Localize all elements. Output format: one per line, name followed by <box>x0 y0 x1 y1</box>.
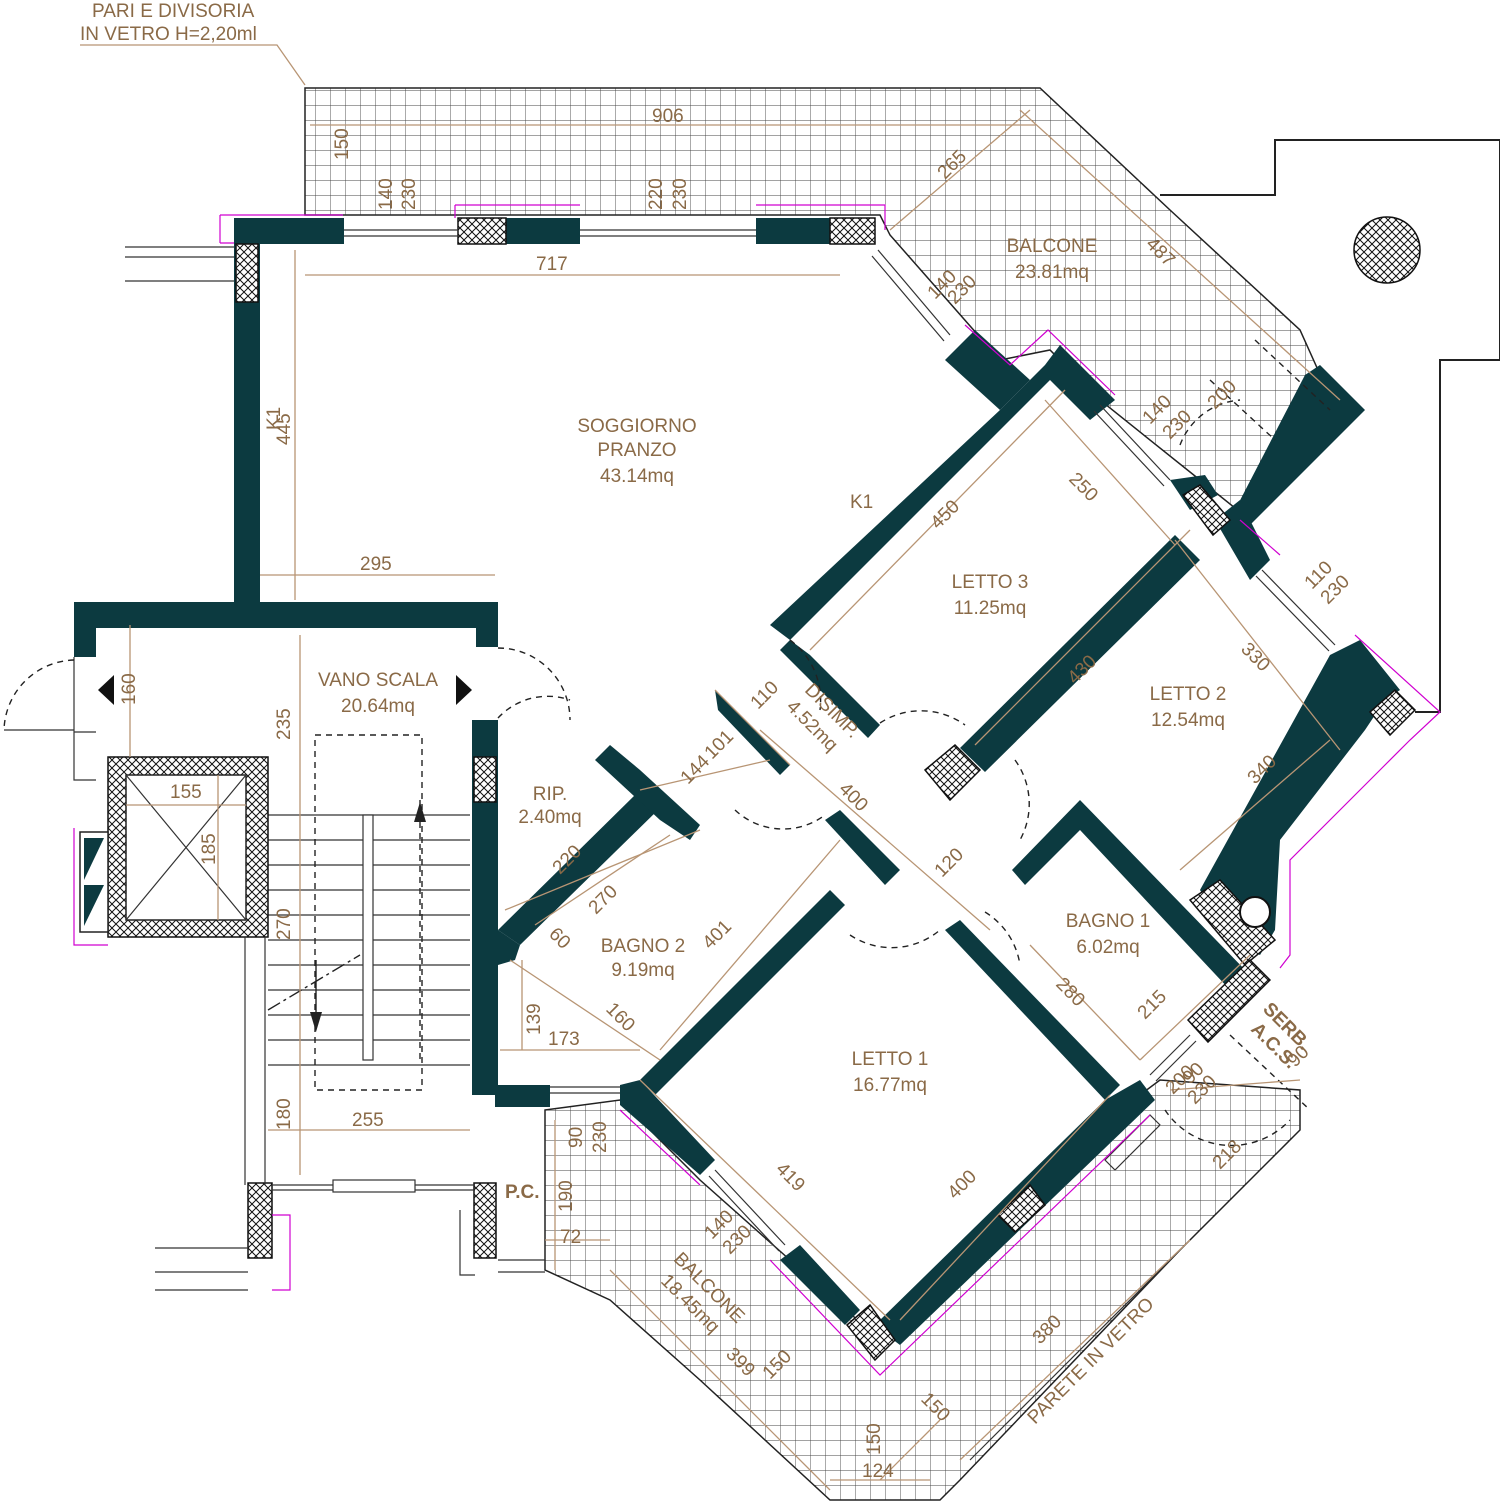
dim-110-b: 110 <box>747 677 783 713</box>
dim-190: 190 <box>556 1180 577 1212</box>
dim-230-b: 230 <box>670 178 691 210</box>
note-line-2: IN VETRO H=2,20ml <box>80 24 257 45</box>
room-soggiorno-area: 43.14mq <box>600 466 674 487</box>
dim-230: 230 <box>399 178 420 210</box>
note-line-1: PARI E DIVISORIA <box>92 1 255 22</box>
dim-150: 150 <box>332 128 353 160</box>
room-letto3-area: 11.25mq <box>954 598 1027 619</box>
room-letto1-name: LETTO 1 <box>852 1049 929 1070</box>
room-soggiorno-name: SOGGIORNO <box>577 416 696 437</box>
dim-140: 140 <box>376 178 397 210</box>
room-bagno1-area: 6.02mq <box>1076 937 1139 958</box>
dim-255: 255 <box>352 1110 384 1131</box>
dim-717: 717 <box>536 254 568 275</box>
dim-270-b: 270 <box>274 908 295 940</box>
window-frames <box>73 229 1336 1461</box>
dim-155: 155 <box>170 782 202 803</box>
glass-partition-note: PARI E DIVISORIA IN VETRO H=2,20ml <box>80 1 306 86</box>
balcony-top-floor <box>304 87 1319 522</box>
dim-60: 60 <box>544 924 574 954</box>
room-vano-name: VANO SCALA <box>318 670 438 691</box>
dim-180: 180 <box>274 1098 295 1130</box>
dim-450: 450 <box>927 496 964 533</box>
dim-101: 101 <box>701 726 738 763</box>
dim-160: 160 <box>119 673 140 705</box>
room-letto2-name: LETTO 2 <box>1150 684 1227 705</box>
dim-139: 139 <box>524 1003 545 1035</box>
room-letto1-area: 16.77mq <box>853 1075 927 1096</box>
dim-90-c: 90 <box>566 1127 587 1148</box>
dim-185: 185 <box>199 833 220 865</box>
room-rip-area: 2.40mq <box>518 807 581 828</box>
dim-215: 215 <box>1134 986 1171 1023</box>
k1-label: K1 <box>850 492 873 513</box>
pc-label: P.C. <box>505 1182 540 1203</box>
room-bagno2-area: 9.19mq <box>611 960 674 981</box>
dim-445: 445 <box>274 413 295 445</box>
dim-160-b: 160 <box>601 999 638 1036</box>
dimension-lines <box>126 109 1341 1491</box>
room-labels: SOGGIORNO PRANZO 43.14mq LETTO 3 11.25mq… <box>318 236 1226 1338</box>
dim-220: 220 <box>646 178 667 210</box>
dim-72: 72 <box>560 1227 581 1248</box>
dim-419: 419 <box>771 1159 808 1196</box>
door-swings <box>3 339 1331 1147</box>
dim-401: 401 <box>699 916 736 953</box>
dim-400-b: 400 <box>944 1166 981 1203</box>
room-letto2-area: 12.54mq <box>1151 710 1225 731</box>
room-letto3-name: LETTO 3 <box>952 572 1029 593</box>
walls <box>74 218 1400 1345</box>
masonry-blocks <box>235 217 1417 1362</box>
room-vano-area: 20.64mq <box>341 696 415 717</box>
dim-235: 235 <box>274 708 295 740</box>
dim-230-g: 230 <box>590 1121 611 1153</box>
terrace-outline <box>1160 139 1500 713</box>
k1-label-vertical: K1 <box>264 407 285 430</box>
dim-280: 280 <box>1051 974 1088 1011</box>
dim-150-d: 150 <box>864 1423 885 1455</box>
room-balcone-top-name: BALCONE <box>1007 236 1098 257</box>
room-bagno1-name: BAGNO 1 <box>1066 911 1150 932</box>
dim-250: 250 <box>1064 469 1101 506</box>
dim-120: 120 <box>931 844 968 881</box>
room-rip-name: RIP. <box>533 784 568 805</box>
triangle-markers <box>98 675 472 705</box>
dim-295: 295 <box>360 554 392 575</box>
elevator <box>79 756 269 938</box>
dim-173: 173 <box>548 1029 580 1050</box>
stair-area <box>265 734 470 1091</box>
dim-124: 124 <box>862 1461 894 1482</box>
room-bagno2-name: BAGNO 2 <box>601 936 685 957</box>
column-circle <box>1353 216 1421 284</box>
facade-magenta-lines <box>73 204 1441 1376</box>
dim-270: 270 <box>585 881 622 918</box>
shaft-circle <box>1239 896 1271 928</box>
room-balcone-top-area: 23.81mq <box>1015 262 1089 283</box>
room-soggiorno-name2: PRANZO <box>597 440 676 461</box>
dim-906: 906 <box>652 106 684 127</box>
dim-330: 330 <box>1236 639 1273 676</box>
